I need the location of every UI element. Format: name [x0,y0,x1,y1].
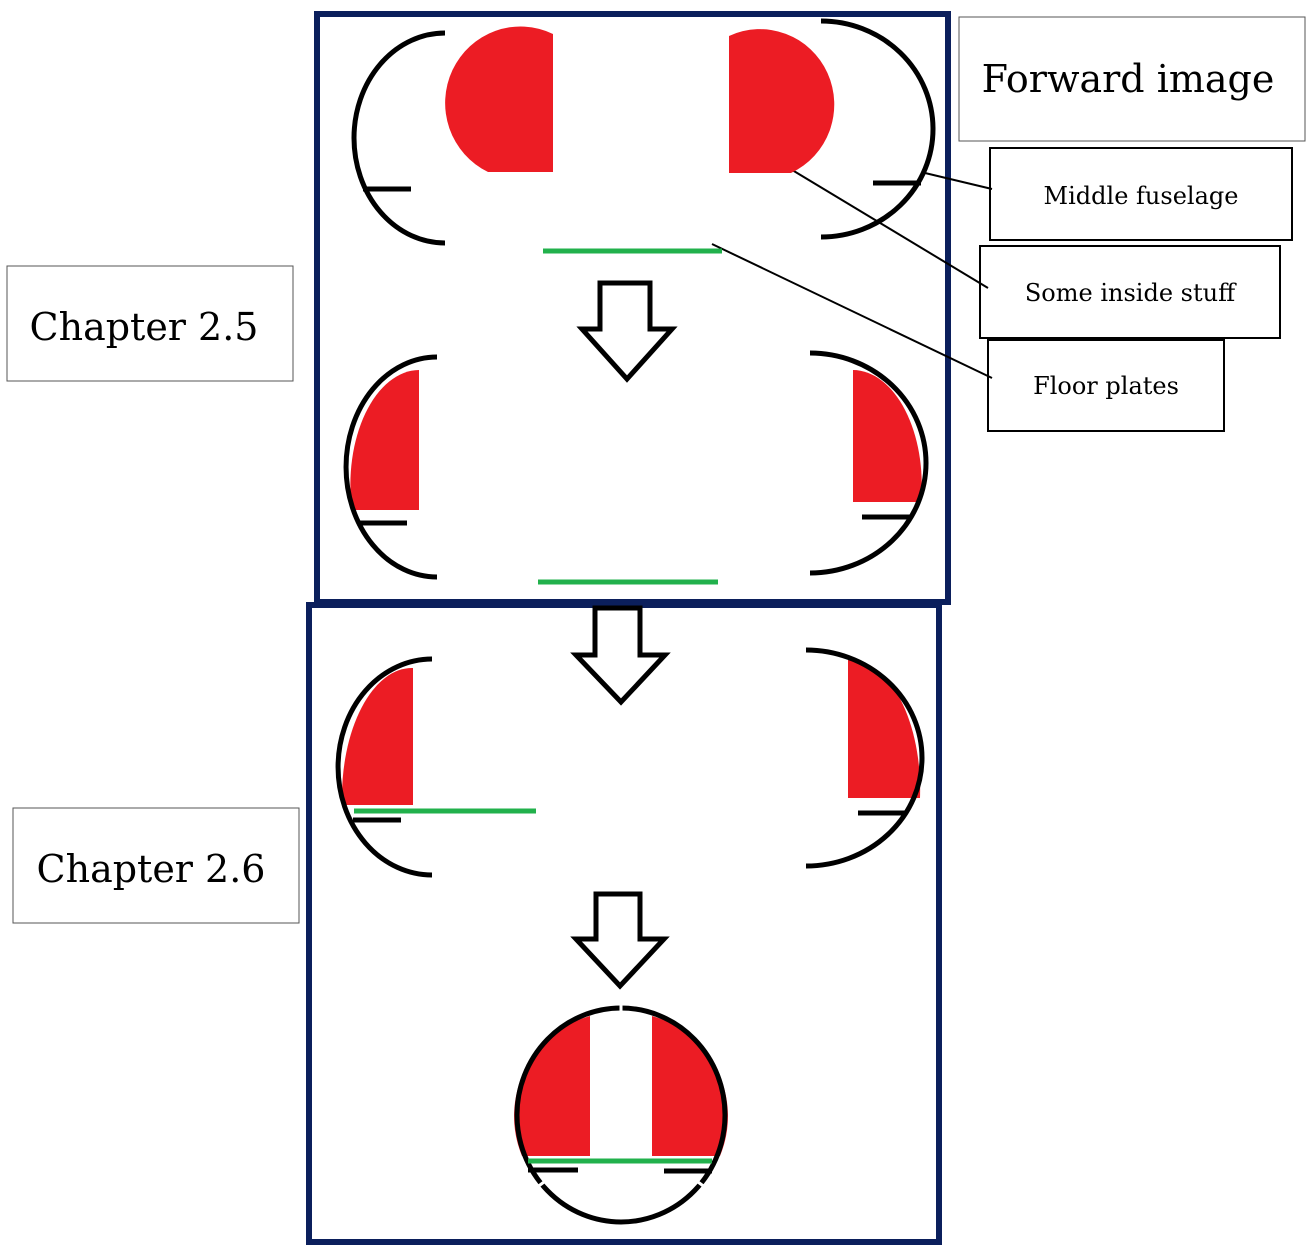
inside-stuff-label: Some inside stuff [1025,279,1237,307]
right-fuselage-half [809,350,929,576]
leader-middle-fuselage [924,172,993,190]
right-inside-stuff [853,370,922,502]
forward-image-box [958,16,1306,142]
chapter-2-6-label: Chapter 2.6 [37,847,266,891]
right-inside-stuff [652,1016,728,1156]
right-fuselage-half [805,647,925,869]
left-inside-stuff [445,26,553,173]
arrow-down-icon-3 [570,891,670,990]
chapter-2-6-frame [306,602,942,1245]
stage-1-parts [351,18,936,254]
right-inside-stuff [729,29,835,173]
forward-image-label: Forward image [982,57,1275,101]
stage-4-assembled [514,1004,728,1225]
chapter-2-5-label: Chapter 2.5 [30,305,259,349]
right-fuselage-half [820,18,936,240]
left-inside-stuff [341,667,413,805]
middle-fuselage-box [989,147,1293,241]
seam-right [697,1180,707,1190]
floor-plates-label: Floor plates [1033,372,1179,400]
left-inside-stuff [514,1016,590,1156]
chapter-2-5-box [6,265,294,382]
left-inside-stuff [350,370,419,510]
arrow-down-icon-1 [576,280,678,383]
inside-stuff-box [979,245,1281,339]
stage-2-parts [343,350,929,585]
arrow-down-icon-2 [570,605,671,706]
stage-3-parts [335,647,925,878]
right-inside-stuff [848,659,921,798]
middle-fuselage-label: Middle fuselage [1044,182,1239,210]
seam-left [535,1180,545,1190]
left-fuselage-half [343,354,438,580]
left-fuselage-half [335,656,433,878]
chapter-2-6-box [12,807,300,924]
floor-plates-box [987,339,1225,432]
left-fuselage-half [351,30,446,246]
leader-floor-plates [711,243,993,379]
